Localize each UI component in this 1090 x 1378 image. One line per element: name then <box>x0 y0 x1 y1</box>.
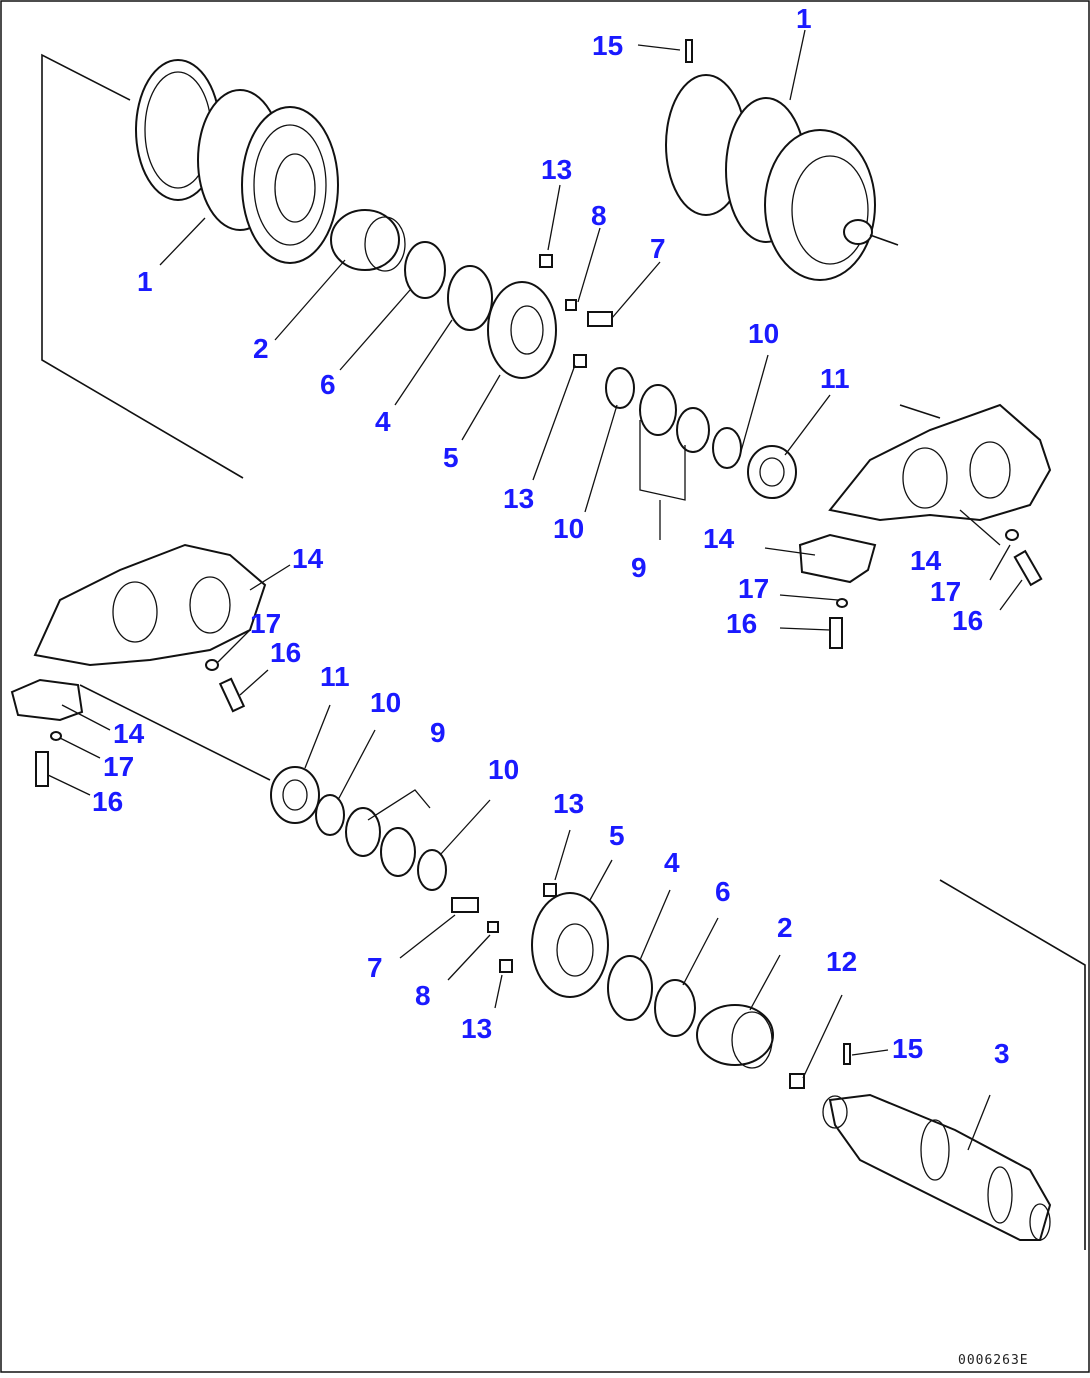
bolt-16-right <box>1013 549 1043 587</box>
pin-7-lower <box>451 897 479 913</box>
callout-1-a: 1 <box>137 266 153 297</box>
floating-seal-left <box>447 265 493 331</box>
shaft <box>822 879 1086 1250</box>
guard-right <box>828 403 1052 522</box>
bushing-left <box>330 209 406 272</box>
ring-10-d <box>417 849 447 891</box>
washer-17-left-upper <box>205 659 219 671</box>
callout-13-c: 13 <box>553 788 584 819</box>
ring-10-c <box>315 794 345 836</box>
ring-10-b <box>712 427 742 469</box>
pin-15-top <box>685 39 693 63</box>
callout-17-a: 17 <box>738 573 769 604</box>
callout-2-b: 2 <box>777 912 793 943</box>
callout-9-a: 9 <box>631 552 647 583</box>
callout-16-d: 16 <box>92 786 123 817</box>
washer-17-right <box>1005 529 1019 541</box>
callout-6-a: 6 <box>320 369 336 400</box>
callout-5-b: 5 <box>609 820 625 851</box>
callout-5-a: 5 <box>443 442 459 473</box>
track-roller-left <box>41 53 339 479</box>
callout-13-d: 13 <box>461 1013 492 1044</box>
seal-9-b <box>676 407 710 453</box>
bolt-16-mid <box>829 617 843 649</box>
callout-labels: 1 1 15 13 8 7 2 6 4 5 13 10 9 10 11 14 1… <box>92 3 1010 1069</box>
callout-14-a: 14 <box>703 523 735 554</box>
callout-8-a: 8 <box>591 200 607 231</box>
callout-9-b: 9 <box>430 717 446 748</box>
washer-8-upper <box>565 299 577 311</box>
bolt-16-left-lower <box>35 751 49 787</box>
callout-16-b: 16 <box>952 605 983 636</box>
callout-7-b: 7 <box>367 952 383 983</box>
callout-10-c: 10 <box>370 687 401 718</box>
callout-15-a: 15 <box>592 30 623 61</box>
pin-7-upper <box>587 311 613 327</box>
bolt-16-left-upper <box>218 677 246 713</box>
callout-2-a: 2 <box>253 333 269 364</box>
callout-17-b: 17 <box>930 576 961 607</box>
leader-lines <box>47 29 1023 1151</box>
plug-13-lower-c <box>499 959 513 973</box>
callout-10-b: 10 <box>748 318 779 349</box>
cover-14-right-lower <box>798 533 877 584</box>
floating-seal-lower <box>607 955 653 1021</box>
track-roller-right <box>665 74 899 281</box>
seal-9-a <box>639 384 677 436</box>
callout-4-b: 4 <box>664 847 680 878</box>
callout-8-b: 8 <box>415 980 431 1011</box>
callout-16-c: 16 <box>270 637 301 668</box>
bushing-lower <box>696 1004 774 1069</box>
callout-12: 12 <box>826 946 857 977</box>
plug-13-lower <box>573 354 587 368</box>
seal-9-d <box>380 827 416 877</box>
cover-14-left-lower <box>10 678 84 722</box>
washer-8-lower <box>487 921 499 933</box>
callout-11-b: 11 <box>320 661 350 692</box>
callout-3: 3 <box>994 1038 1010 1069</box>
callout-13-b: 13 <box>503 483 534 514</box>
plug-13-lower-b <box>543 883 557 897</box>
bearing-11-right <box>747 445 797 499</box>
o-ring-lower <box>654 979 696 1037</box>
callout-13-a: 13 <box>541 154 572 185</box>
callout-10-a: 10 <box>553 513 584 544</box>
callout-14-b: 14 <box>910 545 942 576</box>
ring-10-a <box>605 367 635 409</box>
guard-left <box>33 543 267 667</box>
callout-10-d: 10 <box>488 754 519 785</box>
callout-14-c: 14 <box>292 543 324 574</box>
callout-4-a: 4 <box>375 406 391 437</box>
callout-1-b: 1 <box>796 3 812 34</box>
collar-lower <box>531 892 609 998</box>
washer-17-mid <box>836 598 848 608</box>
pin-15-lower <box>843 1043 851 1065</box>
callout-17-d: 17 <box>103 751 134 782</box>
plug-13-upper <box>539 254 553 268</box>
plug-12 <box>789 1073 805 1089</box>
callout-17-c: 17 <box>250 608 281 639</box>
callout-11-a: 11 <box>820 363 850 394</box>
callout-14-d: 14 <box>113 718 145 749</box>
collar-left <box>487 281 557 379</box>
callout-7-a: 7 <box>650 233 666 264</box>
seal-9-c <box>345 807 381 857</box>
callout-16-a: 16 <box>726 608 757 639</box>
bearing-11-left <box>270 766 320 824</box>
drawing-code: 0006263E <box>958 1353 1029 1368</box>
washer-17-left-lower <box>50 731 62 741</box>
o-ring-left <box>404 241 446 299</box>
callout-6-b: 6 <box>715 876 731 907</box>
callout-15-b: 15 <box>892 1033 923 1064</box>
